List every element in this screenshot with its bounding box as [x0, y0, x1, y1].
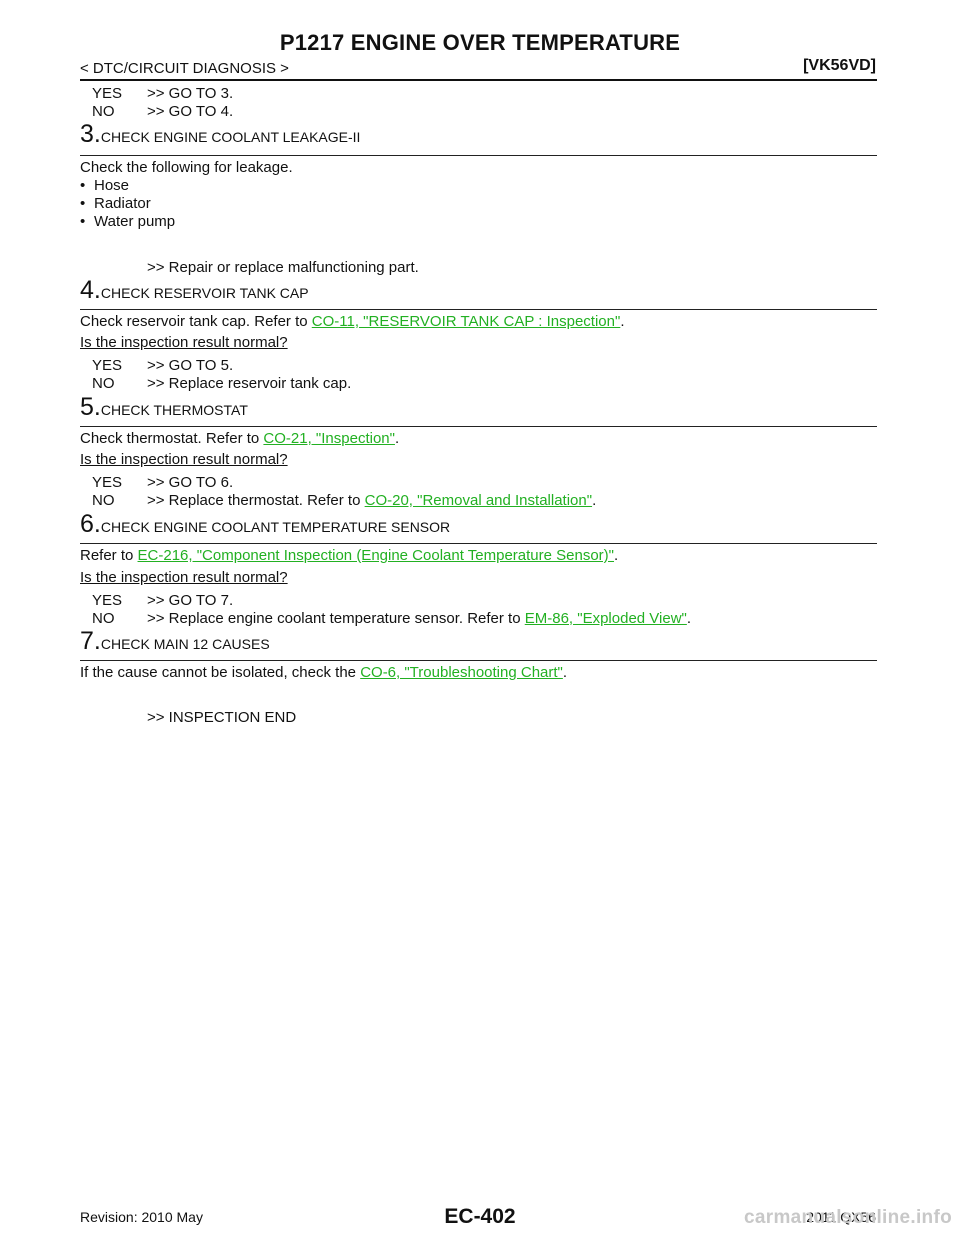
revision-label: Revision: 2010 May — [80, 1209, 203, 1225]
step-7-instruction: If the cause cannot be isolated, check t… — [80, 664, 567, 682]
answer-yes-row: YES >> GO TO 3. — [92, 85, 233, 103]
page-title: P1217 ENGINE OVER TEMPERATURE — [279, 30, 681, 55]
answer-no-row: NO >> Replace reservoir tank cap. — [92, 375, 351, 393]
bullet-icon: • — [80, 177, 86, 194]
answer-text: >> Replace engine coolant temperature se… — [147, 610, 525, 627]
answer-yes-row: YES >> GO TO 5. — [92, 357, 233, 375]
instruction-text: If the cause cannot be isolated, check t… — [80, 664, 361, 681]
answer-key: YES — [92, 474, 123, 491]
step-title: CHECK MAIN 12 CAUSES — [100, 636, 270, 652]
answer-key: NO — [92, 375, 115, 392]
answer-text: >> GO TO 7. — [147, 592, 234, 609]
header-divider — [80, 79, 877, 81]
step-number: 5. — [80, 393, 101, 421]
model-label: [VK56VD] — [803, 57, 876, 74]
step-title: CHECK RESERVOIR TANK CAP — [100, 285, 309, 301]
step-5-instruction: Check thermostat. Refer to CO-21, "Inspe… — [80, 430, 399, 448]
step-6-question: Is the inspection result normal? — [80, 569, 288, 586]
answer-yes-row: YES >> GO TO 6. — [92, 474, 233, 492]
instruction-text: . — [562, 664, 568, 681]
answer-key: YES — [92, 592, 123, 609]
list-item: • Water pump — [80, 213, 175, 231]
step-7-divider — [80, 660, 877, 661]
reference-link[interactable]: EM-86, "Exploded View" — [524, 610, 687, 627]
step-4-question: Is the inspection result normal? — [80, 334, 288, 351]
answer-text: >> GO TO 4. — [147, 103, 234, 120]
answer-no-row: NO >> GO TO 4. — [92, 103, 233, 121]
answer-key: YES — [92, 85, 123, 102]
instruction-text: Check reservoir tank cap. Refer to — [80, 313, 312, 330]
list-item: • Hose — [80, 177, 129, 195]
list-item: • Radiator — [80, 195, 151, 213]
step-7-result: >> INSPECTION END — [147, 709, 297, 726]
instruction-text: Refer to — [80, 547, 138, 564]
vehicle-label: 2011 QX56 — [806, 1209, 876, 1225]
answer-text: >> GO TO 3. — [147, 85, 234, 102]
step-4-instruction: Check reservoir tank cap. Refer to CO-11… — [80, 313, 624, 331]
list-item-text: Radiator — [94, 195, 151, 212]
step-number: 3. — [80, 120, 101, 148]
page-number: EC-402 — [444, 1205, 516, 1228]
instruction-text: . — [620, 313, 625, 330]
step-4-heading: 4.CHECK RESERVOIR TANK CAP — [80, 276, 309, 305]
step-6-instruction: Refer to EC-216, "Component Inspection (… — [80, 547, 618, 565]
answer-text: >> Replace thermostat. Refer to — [147, 492, 365, 509]
step-7-heading: 7.CHECK MAIN 12 CAUSES — [80, 627, 270, 656]
step-5-heading: 5.CHECK THERMOSTAT — [80, 393, 248, 422]
step-3-divider — [80, 155, 877, 156]
step-3-result: >> Repair or replace malfunctioning part… — [147, 259, 419, 276]
step-title: CHECK THERMOSTAT — [100, 402, 248, 418]
watermark: carmanualsonline.info — [744, 1207, 952, 1228]
answer-text: . — [592, 492, 597, 509]
answer-text: . — [686, 610, 692, 627]
reference-link[interactable]: EC-216, "Component Inspection (Engine Co… — [137, 547, 615, 564]
step-title: CHECK ENGINE COOLANT LEAKAGE-II — [100, 129, 361, 145]
step-6-heading: 6.CHECK ENGINE COOLANT TEMPERATURE SENSO… — [80, 510, 450, 539]
step-4-divider — [80, 309, 877, 310]
step-5-divider — [80, 426, 877, 427]
answer-key: NO — [92, 610, 115, 627]
instruction-text: . — [394, 430, 400, 447]
answer-key: NO — [92, 492, 115, 509]
answer-no-row: NO >> Replace engine coolant temperature … — [92, 610, 691, 628]
reference-link[interactable]: CO-21, "Inspection" — [263, 430, 395, 447]
step-title: CHECK ENGINE COOLANT TEMPERATURE SENSOR — [100, 519, 451, 535]
answer-key: NO — [92, 103, 115, 120]
answer-key: YES — [92, 357, 123, 374]
list-item-text: Water pump — [94, 213, 176, 230]
reference-link[interactable]: CO-20, "Removal and Installation" — [364, 492, 593, 509]
answer-no-row: NO >> Replace thermostat. Refer to CO-20,… — [92, 492, 596, 510]
instruction-text: . — [614, 547, 619, 564]
list-item-text: Hose — [94, 177, 130, 194]
answer-text: >> Replace reservoir tank cap. — [147, 375, 352, 392]
bullet-icon: • — [80, 213, 86, 230]
reference-link[interactable]: CO-6, "Troubleshooting Chart" — [360, 664, 563, 681]
answer-yes-row: YES >> GO TO 7. — [92, 592, 233, 610]
step-number: 4. — [80, 276, 101, 304]
step-5-question: Is the inspection result normal? — [80, 451, 288, 468]
step-3-heading: 3.CHECK ENGINE COOLANT LEAKAGE-II — [80, 120, 360, 149]
bullet-icon: • — [80, 195, 86, 212]
answer-text: >> GO TO 6. — [147, 474, 234, 491]
answer-text: >> GO TO 5. — [147, 357, 234, 374]
section-label: < DTC/CIRCUIT DIAGNOSIS > — [80, 60, 289, 77]
instruction-text: Check thermostat. Refer to — [80, 430, 264, 447]
step-3-intro: Check the following for leakage. — [80, 159, 293, 176]
reference-link[interactable]: CO-11, "RESERVOIR TANK CAP : Inspection" — [311, 313, 621, 330]
step-number: 6. — [80, 510, 101, 538]
step-6-divider — [80, 543, 877, 544]
step-number: 7. — [80, 627, 101, 655]
